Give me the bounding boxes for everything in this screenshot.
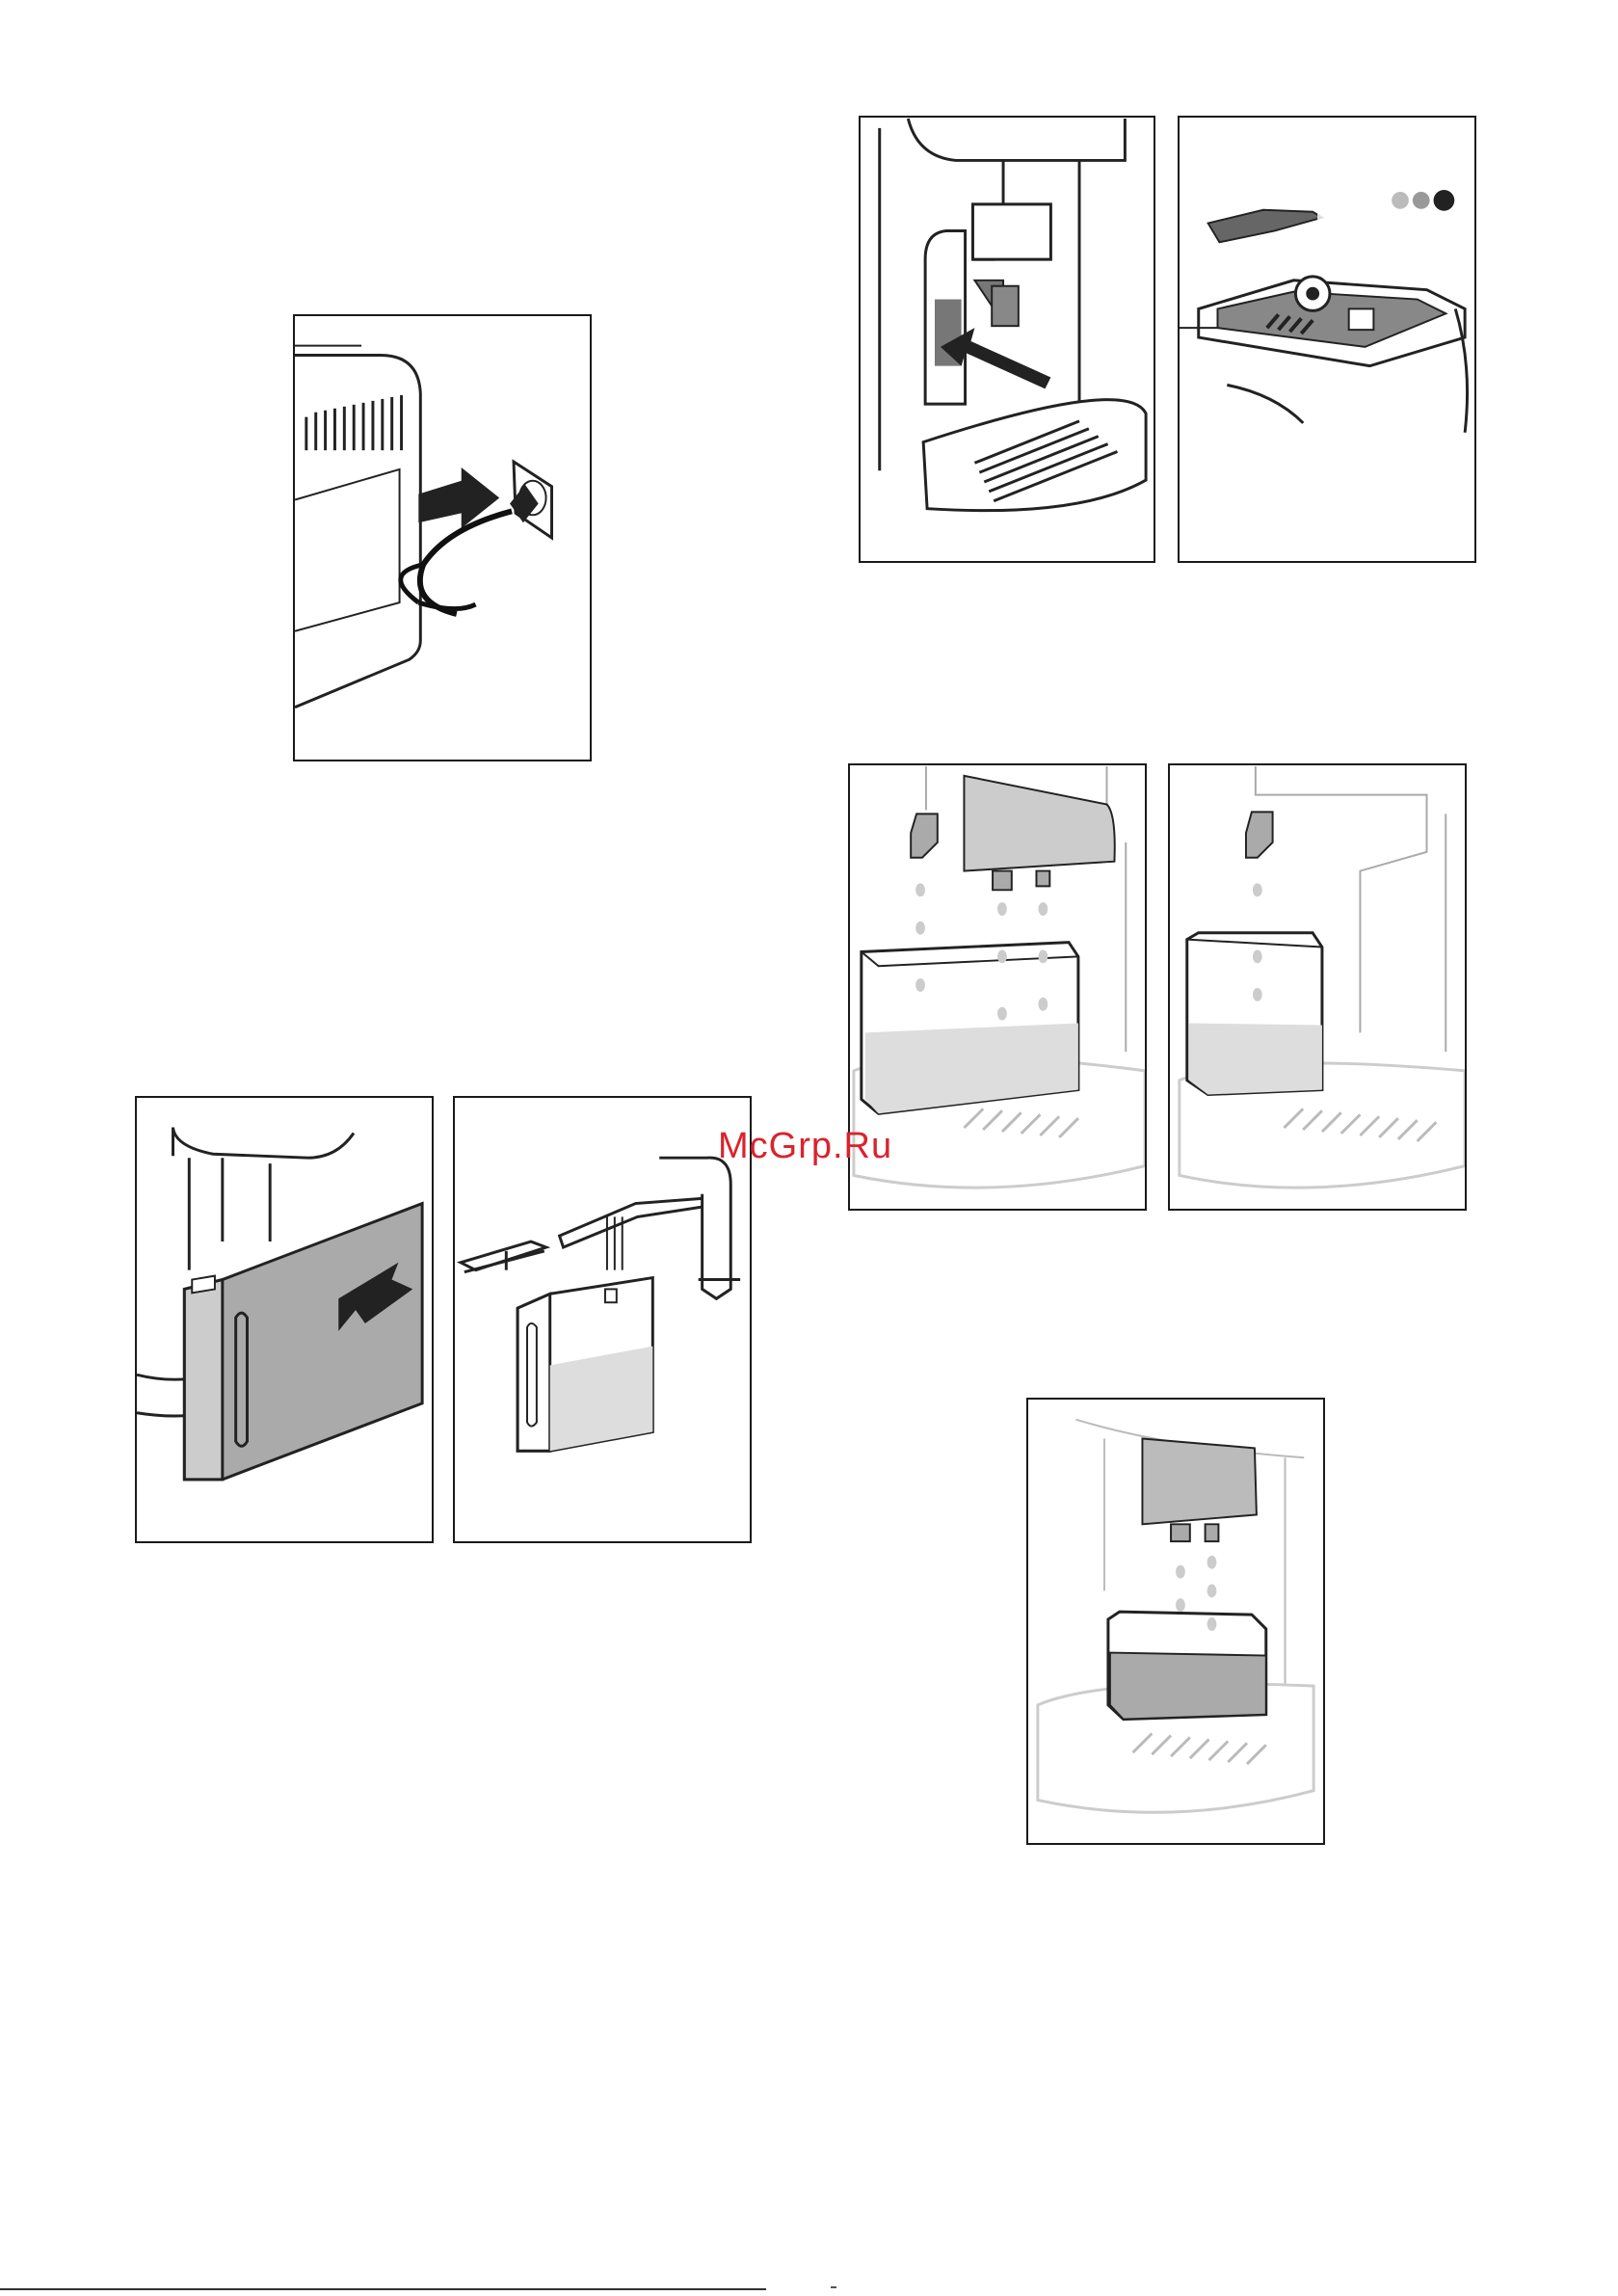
container-dripping-one-spout — [1170, 765, 1465, 1209]
faucet-fill-illustration — [455, 1098, 750, 1541]
container-dripping-coffee-spout — [1028, 1400, 1323, 1843]
bean-hopper-illustration — [1180, 118, 1474, 561]
footer-tick — [831, 2286, 836, 2288]
figure-plug-in — [293, 314, 592, 761]
figure-drip-both — [848, 763, 1147, 1211]
figure-fill-tank — [453, 1096, 752, 1543]
figure-dispenser-slide — [859, 116, 1155, 563]
power-plug-illustration — [295, 316, 590, 760]
figure-drip-coffee — [1026, 1398, 1325, 1845]
figure-bean-container — [1178, 116, 1476, 563]
figure-drip-single — [1168, 763, 1467, 1211]
water-tank-remove-illustration — [137, 1098, 432, 1541]
figure-remove-tank — [135, 1096, 434, 1543]
container-dripping-two-spouts — [850, 765, 1145, 1209]
dispenser-arrow-illustration — [861, 118, 1154, 561]
watermark-text: McGrp.Ru — [718, 1126, 892, 1167]
footer-rule — [0, 2288, 766, 2290]
